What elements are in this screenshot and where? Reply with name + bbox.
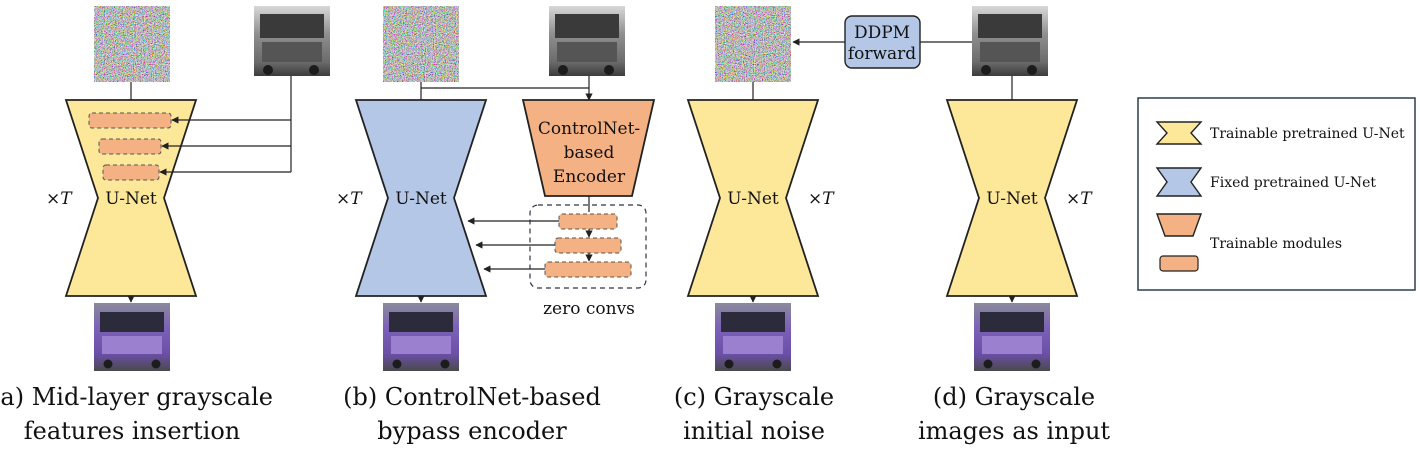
caption-b-line2: bypass encoder <box>377 417 567 445</box>
unet-block <box>686 99 820 297</box>
panel-b: U-Net ×T ControlNet- based Encoder zero … <box>336 6 656 445</box>
encoder-label-line3: Encoder <box>553 167 626 187</box>
noise-image <box>94 6 170 82</box>
grayscale-bus-image <box>254 6 330 76</box>
grayscale-bus-image <box>972 6 1048 76</box>
grayscale-bus-image <box>549 6 625 76</box>
zero-conv-module <box>558 213 618 230</box>
caption-c-line1: (c) Grayscale <box>674 383 834 411</box>
color-bus-image <box>94 303 170 371</box>
color-bus-image <box>715 303 791 371</box>
legend-label-trainable-modules: Trainable modules <box>1210 236 1342 252</box>
encoder-label-line2: based <box>564 143 615 163</box>
legend-label-fixed-unet: Fixed pretrained U-Net <box>1210 175 1376 191</box>
legend-trainable-module-swatch <box>1156 213 1202 237</box>
caption-d-line1: (d) Grayscale <box>933 383 1095 411</box>
legend-label-trainable-unet: Trainable pretrained U-Net <box>1210 126 1405 142</box>
zero-conv-module <box>544 261 632 278</box>
trainable-module <box>88 112 172 129</box>
caption-d-line2: images as input <box>918 417 1110 445</box>
color-bus-image <box>974 303 1050 371</box>
noise-image <box>383 6 459 82</box>
times-t-label: ×T <box>1066 189 1093 209</box>
unet-label: U-Net <box>395 189 447 209</box>
zero-convs-label: zero convs <box>543 299 635 319</box>
unet-label: U-Net <box>105 189 157 209</box>
controlnet-encoder-block <box>521 99 656 197</box>
times-t-label: ×T <box>46 189 73 209</box>
caption-a-line1: (a) Mid-layer grayscale <box>0 383 273 411</box>
legend-trainable-module-chip <box>1159 255 1199 272</box>
encoder-label-line1: ControlNet- <box>538 119 640 139</box>
panel-c: DDPM forward U-Net ×T (c) Grayscale init… <box>674 6 972 445</box>
ddpm-label-line1: DDPM <box>854 23 910 43</box>
legend-trainable-unet-swatch <box>1155 121 1203 145</box>
caption-a-line2: features insertion <box>24 417 240 445</box>
panel-d: U-Net ×T (d) Grayscale images as input <box>918 6 1110 445</box>
times-t-label: ×T <box>336 189 363 209</box>
trainable-module <box>98 138 162 155</box>
trainable-module <box>102 164 160 181</box>
unet-label: U-Net <box>727 189 779 209</box>
color-bus-image <box>383 303 459 371</box>
legend-fixed-unet-swatch <box>1155 167 1203 197</box>
noise-image <box>715 6 791 82</box>
zero-conv-module <box>554 237 622 254</box>
zero-convs-group <box>529 204 647 289</box>
unet-block <box>354 99 488 297</box>
ddpm-label-line2: forward <box>848 44 916 64</box>
unet-label: U-Net <box>986 189 1038 209</box>
times-t-label: ×T <box>808 189 835 209</box>
panel-a: U-Net ×T (a) Mid-layer grayscale feature… <box>0 6 330 445</box>
caption-b-line1: (b) ControlNet-based <box>343 383 601 411</box>
unet-block <box>945 99 1079 297</box>
legend: Trainable pretrained U-Net Fixed pretrai… <box>1137 97 1416 291</box>
caption-c-line2: initial noise <box>683 417 825 445</box>
